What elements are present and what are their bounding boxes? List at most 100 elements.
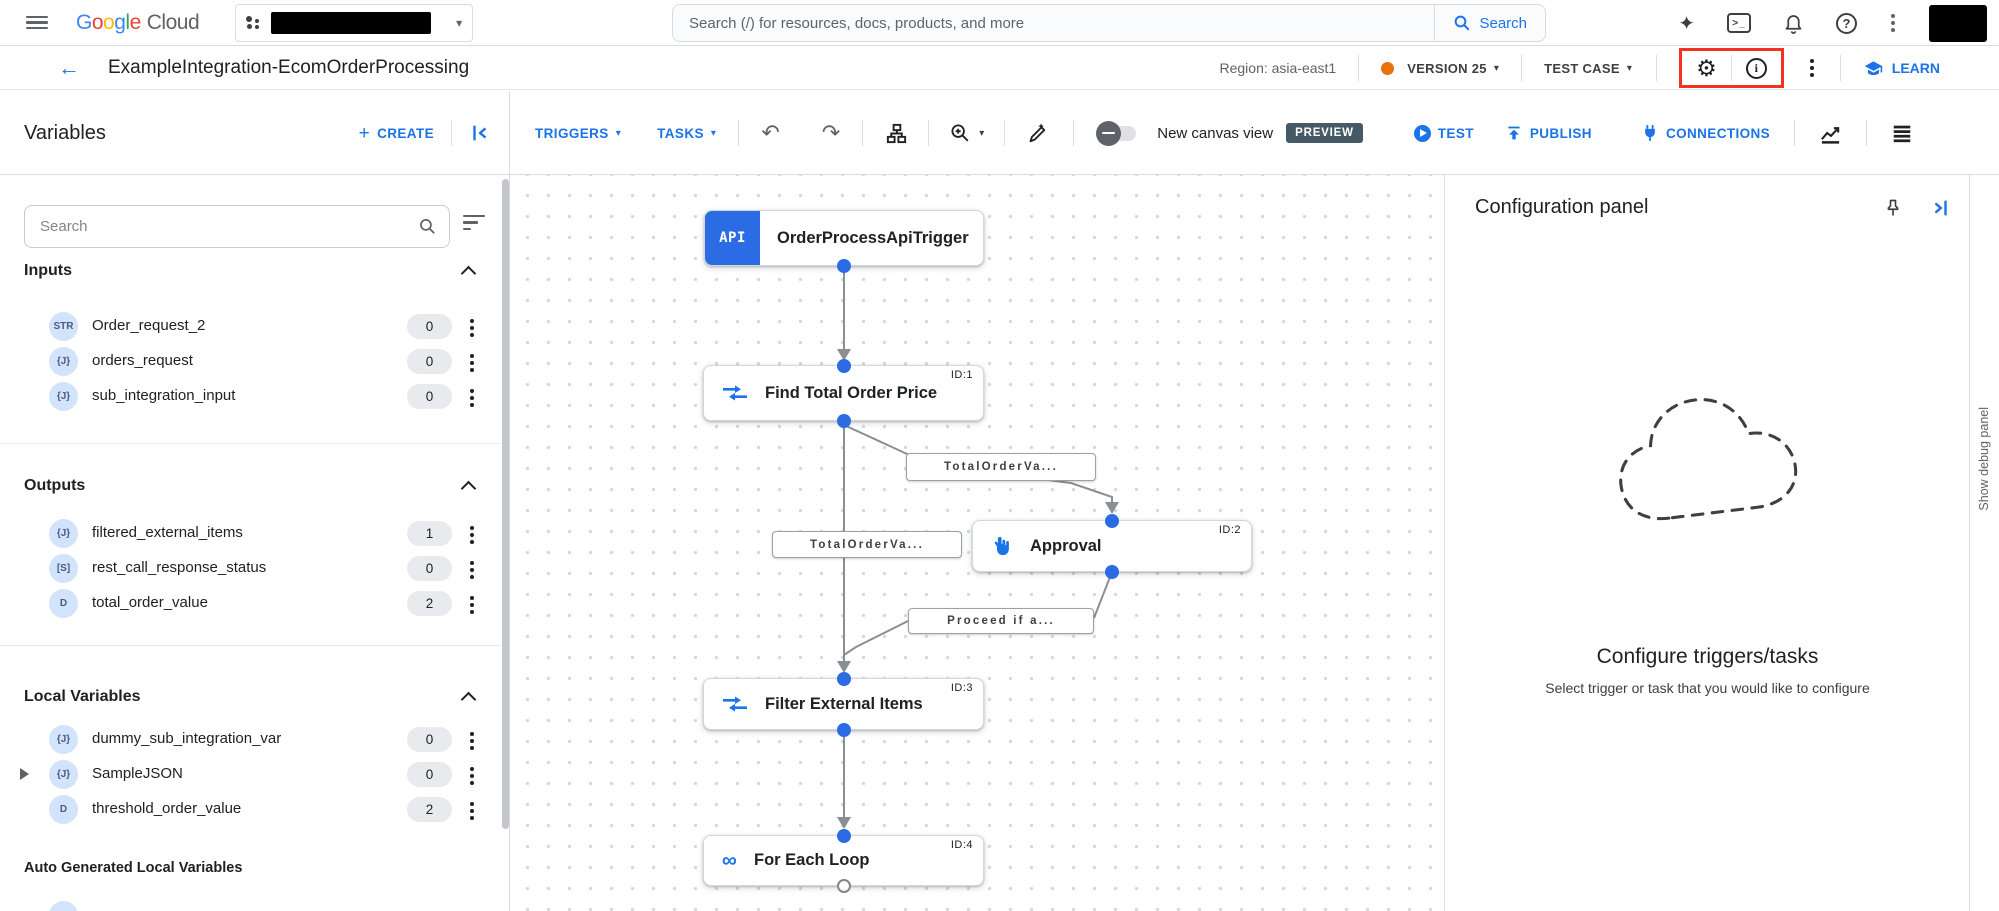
variable-menu-icon[interactable] <box>468 765 476 787</box>
node-id: ID:4 <box>950 839 973 851</box>
settings-gear-icon[interactable]: ⚙ <box>1696 54 1717 81</box>
connector-dot[interactable] <box>837 414 851 428</box>
global-search-input[interactable] <box>673 14 1435 32</box>
variable-menu-icon[interactable] <box>468 387 476 409</box>
divider <box>1730 55 1732 81</box>
expand-variable-icon[interactable] <box>20 768 29 780</box>
connector-dot[interactable] <box>1105 565 1119 579</box>
node-id: ID:3 <box>950 682 973 694</box>
more-actions-icon[interactable] <box>1808 57 1816 79</box>
variable-row[interactable]: {J} orders_request 0 <box>0 344 501 379</box>
configure-heading: Configure triggers/tasks <box>1596 645 1819 668</box>
connections-button[interactable]: CONNECTIONS <box>1641 124 1770 142</box>
canvas-toolbar: TRIGGERS ▾ TASKS ▾ ↶ ↷ ▾ <box>510 91 1999 175</box>
learn-button[interactable]: LEARN <box>1863 59 1940 78</box>
help-icon[interactable]: ? <box>1836 12 1857 34</box>
scrollbar-thumb[interactable] <box>502 179 509 829</box>
magic-edit-icon[interactable] <box>1025 122 1047 144</box>
variable-type-badge: [S] <box>49 554 78 583</box>
variable-menu-icon[interactable] <box>468 317 476 339</box>
new-canvas-view-toggle[interactable] <box>1096 120 1137 146</box>
sidebar-scrollbar[interactable] <box>501 175 510 911</box>
undo-icon[interactable]: ↶ <box>761 120 780 145</box>
variable-name: SampleJSON <box>92 765 183 782</box>
connector-dot[interactable] <box>837 672 851 686</box>
tasks-menu[interactable]: TASKS ▾ <box>657 126 716 141</box>
edge-label[interactable]: TotalOrderVa... <box>772 531 962 558</box>
execution-logs-icon[interactable] <box>1891 122 1913 144</box>
section-header-inputs: Inputs <box>24 262 72 279</box>
divider <box>1358 55 1360 81</box>
cloud-shell-icon[interactable]: >_ <box>1727 13 1751 33</box>
variable-menu-icon[interactable] <box>468 524 476 546</box>
gemini-sparkle-icon[interactable]: ✦ <box>1678 12 1695 35</box>
variable-row[interactable]: {J} filtered_external_items 1 <box>0 516 501 551</box>
redo-icon[interactable]: ↷ <box>821 120 841 145</box>
node-find-total-order-price[interactable]: ID:1 Find Total Order Price <box>703 365 984 421</box>
variable-menu-icon[interactable] <box>468 352 476 374</box>
integration-canvas[interactable]: TotalOrderVa... TotalOrderVa... Proceed … <box>511 175 1444 911</box>
project-selector[interactable]: ▾ <box>235 3 474 42</box>
variable-menu-icon[interactable] <box>468 559 476 581</box>
zoom-menu[interactable]: ▾ <box>949 122 984 144</box>
auto-layout-icon[interactable] <box>885 122 908 145</box>
show-debug-panel-button[interactable]: Show debug panel <box>1977 407 1991 511</box>
publish-button[interactable]: PUBLISH <box>1505 124 1592 142</box>
variable-row[interactable]: D threshold_order_value 2 <box>0 792 501 827</box>
connector-dot[interactable] <box>837 829 851 843</box>
more-options-icon[interactable] <box>1889 12 1897 34</box>
variable-row[interactable]: STR Order_request_2 0 <box>0 309 501 344</box>
create-variable-button[interactable]: + CREATE <box>359 124 434 143</box>
variable-row[interactable]: [S] rest_call_response_status 0 <box>0 551 501 586</box>
main-menu-icon[interactable] <box>26 15 48 30</box>
divider <box>928 120 930 146</box>
node-label: Approval <box>1030 536 1102 555</box>
collapse-right-panel-icon[interactable] <box>1929 197 1951 219</box>
sort-variables-icon[interactable] <box>463 215 485 234</box>
pin-icon[interactable] <box>1883 198 1903 218</box>
variable-row-partial[interactable] <box>0 898 501 911</box>
variables-search-input[interactable] <box>40 218 418 235</box>
variable-row[interactable]: {J} SampleJSON 0 <box>0 757 501 792</box>
variable-menu-icon[interactable] <box>468 594 476 616</box>
node-order-process-api-trigger[interactable]: API OrderProcessApiTrigger <box>704 210 984 266</box>
connector-dot-open[interactable] <box>837 879 851 893</box>
connector-dot[interactable] <box>837 723 851 737</box>
section-header-outputs: Outputs <box>24 477 86 494</box>
variable-count-badge: 2 <box>407 797 452 822</box>
edge-label[interactable]: Proceed if a... <box>908 608 1094 634</box>
edge-label[interactable]: TotalOrderVa... <box>906 453 1096 481</box>
variable-row[interactable]: {J} dummy_sub_integration_var 0 <box>0 722 501 757</box>
connector-dot[interactable] <box>837 359 851 373</box>
variable-count-badge: 0 <box>407 556 452 581</box>
collapse-section-icon[interactable] <box>462 264 476 278</box>
collapse-section-icon[interactable] <box>462 479 476 493</box>
node-for-each-loop[interactable]: ID:4 ∞ For Each Loop <box>703 835 984 886</box>
triggers-menu[interactable]: TRIGGERS ▾ <box>535 126 621 141</box>
global-search-button[interactable]: Search <box>1434 5 1545 41</box>
info-icon[interactable]: i <box>1745 57 1767 79</box>
analytics-icon[interactable] <box>1819 122 1842 145</box>
node-approval[interactable]: ID:2 Approval <box>972 520 1252 572</box>
divider <box>0 645 501 646</box>
test-button[interactable]: TEST <box>1413 124 1474 142</box>
collapse-panel-icon[interactable] <box>469 122 491 144</box>
variable-menu-icon[interactable] <box>468 730 476 752</box>
search-icon <box>420 219 435 234</box>
test-case-menu[interactable]: TEST CASE ▾ <box>1544 61 1632 76</box>
variable-row[interactable]: {J} sub_integration_input 0 <box>0 379 501 414</box>
variable-row[interactable]: D total_order_value 2 <box>0 586 501 621</box>
connections-icon <box>1645 125 1655 141</box>
notifications-bell-icon[interactable] <box>1783 12 1804 34</box>
publish-label: PUBLISH <box>1529 125 1592 141</box>
back-button[interactable]: ← <box>58 55 80 80</box>
collapse-section-icon[interactable] <box>462 690 476 704</box>
connector-dot[interactable] <box>837 259 851 273</box>
avatar[interactable] <box>1929 4 1987 42</box>
logo-letter: G <box>76 10 92 34</box>
variable-menu-icon[interactable] <box>468 800 476 822</box>
connector-dot[interactable] <box>1105 514 1119 528</box>
version-menu[interactable]: VERSION 25 ▾ <box>1407 61 1499 76</box>
